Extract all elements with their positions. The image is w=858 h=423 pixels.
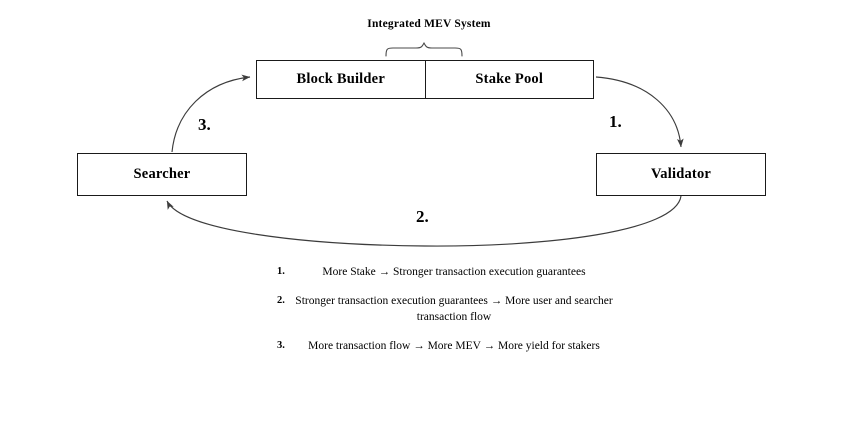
legend-item: 3. More transaction flow → More MEV → Mo… — [215, 338, 645, 354]
edge-stake-pool-to-validator — [595, 76, 684, 148]
node-stake-pool[interactable]: Stake Pool — [424, 61, 594, 98]
edge-validator-to-searcher — [166, 195, 682, 247]
legend-item: 2. Stronger transaction execution guaran… — [215, 293, 645, 325]
legend-item-text: More transaction flow → More MEV → More … — [308, 340, 600, 352]
legend-item-number: 3. — [277, 340, 285, 351]
system-brace-icon — [385, 42, 463, 57]
node-stake-pool-label: Stake Pool — [475, 71, 544, 87]
legend-item: 1. More Stake → Stronger transaction exe… — [215, 264, 645, 280]
system-title: Integrated MEV System — [367, 18, 491, 30]
node-searcher[interactable]: Searcher — [77, 153, 247, 196]
legend-list: 1. More Stake → Stronger transaction exe… — [215, 264, 645, 367]
node-block-builder[interactable]: Block Builder — [257, 61, 425, 98]
step-marker-1: 1. — [609, 112, 622, 131]
legend-item-text: More Stake → Stronger transaction execut… — [322, 266, 586, 278]
node-searcher-label: Searcher — [133, 166, 191, 182]
integrated-mev-system-box: Block Builder Stake Pool — [256, 60, 594, 99]
legend-item-number: 1. — [277, 266, 285, 277]
legend-item-number: 2. — [277, 295, 285, 306]
step-marker-3: 3. — [198, 115, 211, 134]
node-block-builder-label: Block Builder — [296, 71, 385, 87]
step-marker-2: 2. — [416, 207, 429, 226]
node-validator-label: Validator — [650, 166, 712, 182]
node-validator[interactable]: Validator — [596, 153, 766, 196]
legend-item-text: Stronger transaction execution guarantee… — [295, 295, 613, 323]
edge-searcher-to-block-builder — [171, 74, 251, 153]
